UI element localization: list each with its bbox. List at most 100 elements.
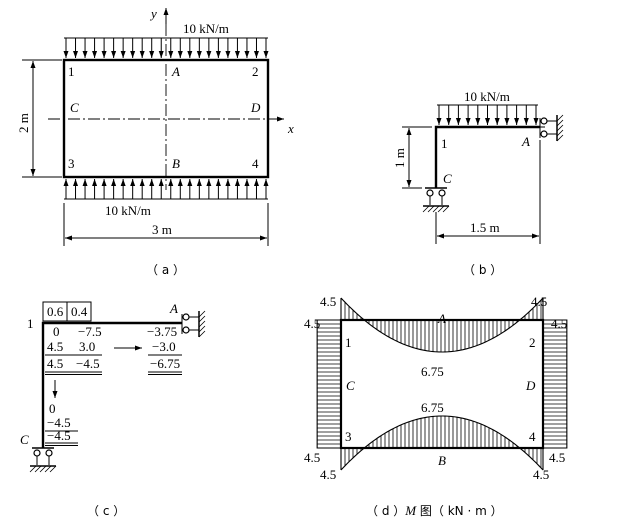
bottom-load-label: 10 kN/m: [105, 203, 151, 218]
figure-c: 0.6 0.4 1 A C 0 −7.5 4.5: [20, 301, 206, 518]
node-2-label: 2: [252, 64, 259, 79]
bottom-load-arrows: [63, 179, 269, 199]
moment-top-left-side: 4.5: [304, 316, 320, 331]
top-beam-moment-curve: [340, 297, 544, 353]
node-1-label: 1: [68, 64, 75, 79]
hatch-line: [198, 320, 206, 328]
moment-bottom-right-side: 4.5: [549, 450, 565, 465]
bottom-support: [422, 187, 450, 213]
right-row3: −6.75: [150, 356, 180, 371]
point-d-label: D: [525, 378, 536, 393]
frame-members: [41, 321, 182, 448]
point-d-label: D: [250, 100, 261, 115]
point-a-label: A: [171, 64, 180, 79]
frame-members: [339, 318, 545, 450]
load-arrows: [436, 105, 539, 125]
hatch-line: [34, 465, 42, 473]
right-support: [539, 114, 564, 142]
hatch-line: [556, 134, 564, 142]
caption-d-symbol: M: [404, 503, 417, 518]
hatch-line: [432, 205, 440, 213]
df-value-2: 0.4: [71, 304, 88, 319]
hatch-line: [198, 315, 206, 323]
caption-d-suffix: 图（ kN · m ）: [416, 504, 503, 518]
point-a-label: A: [521, 134, 530, 149]
moment-bottom-right-bottom: 4.5: [533, 467, 549, 482]
moment-top-right-side: 4.5: [551, 316, 567, 331]
hatch-line: [29, 465, 37, 473]
hatch-line: [556, 119, 564, 127]
node-4-label: 4: [252, 156, 259, 171]
load-label: 10 kN/m: [464, 89, 510, 104]
beam-row1-b: −7.5: [78, 324, 102, 339]
bottom-beam-moment-curve: [340, 415, 544, 471]
moment-bottom-left-side: 4.5: [304, 450, 320, 465]
figure-d: 4.5 4.5 4.5 4.5 4.5 4.5 4.5 4.5 6.75 6.7…: [304, 294, 568, 518]
node-3-label: 3: [68, 156, 75, 171]
figure-b: 10 kN/m 1 A C: [392, 89, 564, 277]
caption-b: （ b ）: [463, 263, 502, 277]
point-c-label: C: [20, 432, 29, 447]
hatch-line: [49, 465, 57, 473]
moment-top-left-top: 4.5: [320, 294, 336, 309]
node-2-label: 2: [529, 335, 536, 350]
bottom-support: [29, 447, 57, 473]
hatch-line: [198, 310, 206, 318]
beam-row3-b: −4.5: [76, 356, 100, 371]
right-row2: −3.0: [152, 339, 176, 354]
df-value-1: 0.6: [47, 304, 64, 319]
point-b-label: B: [172, 156, 180, 171]
beam-row2-a: 4.5: [47, 339, 63, 354]
point-c-label: C: [346, 378, 355, 393]
width-dimension-label: 3 m: [152, 222, 172, 237]
point-a-label: A: [169, 301, 178, 316]
beam-row1-a: 0: [53, 324, 60, 339]
top-load-label: 10 kN/m: [183, 21, 229, 36]
caption-a: （ a ）: [146, 263, 185, 277]
top-load-arrows: [63, 38, 269, 58]
hatch-line: [44, 465, 52, 473]
caption-d: （ d ）M 图（ kN · m ）: [366, 503, 503, 518]
point-a-label: A: [437, 311, 446, 326]
beam-row3-a: 4.5: [47, 356, 63, 371]
left-column-moment-outline: [316, 319, 341, 449]
hatch-line: [422, 205, 430, 213]
x-axis-label: x: [287, 121, 294, 136]
hatch-line: [556, 129, 564, 137]
right-column-moment-outline: [543, 319, 568, 449]
width-dimension-label: 1.5 m: [470, 220, 500, 235]
point-b-label: B: [438, 453, 446, 468]
node-1-label: 1: [345, 335, 352, 350]
height-dimension-label: 1 m: [392, 148, 407, 168]
column-row1: 0: [49, 401, 56, 416]
hatch-line: [437, 205, 445, 213]
closed-frame: [62, 58, 270, 179]
moment-diagram-hatching: [317, 300, 567, 468]
node-3-label: 3: [345, 429, 352, 444]
hatch-line: [198, 330, 206, 338]
node-1-label: 1: [441, 136, 448, 151]
node-1-label: 1: [27, 316, 34, 331]
right-row1: −3.75: [147, 324, 177, 339]
column-row2: −4.5: [47, 415, 71, 430]
df-box-2: [66, 301, 92, 322]
moment-bottom-left-bottom: 4.5: [320, 467, 336, 482]
moment-top-midspan: 6.75: [421, 364, 444, 379]
moment-top-right-top: 4.5: [531, 294, 547, 309]
hatch-line: [39, 465, 47, 473]
right-support: [181, 310, 206, 338]
frame-members: [434, 125, 540, 188]
point-c-label: C: [443, 171, 452, 186]
point-c-label: C: [70, 100, 79, 115]
hatch-line: [556, 124, 564, 132]
height-dimension-label: 2 m: [16, 113, 31, 133]
hatch-line: [427, 205, 435, 213]
hatch-line: [556, 114, 564, 122]
moment-bottom-midspan: 6.75: [421, 400, 444, 415]
beam-row2-b: 3.0: [79, 339, 95, 354]
caption-c: （ c ）: [87, 504, 125, 518]
hatch-line: [198, 325, 206, 333]
moment-diagram-outline: [316, 297, 568, 471]
caption-d-prefix: （ d ）: [366, 504, 405, 518]
